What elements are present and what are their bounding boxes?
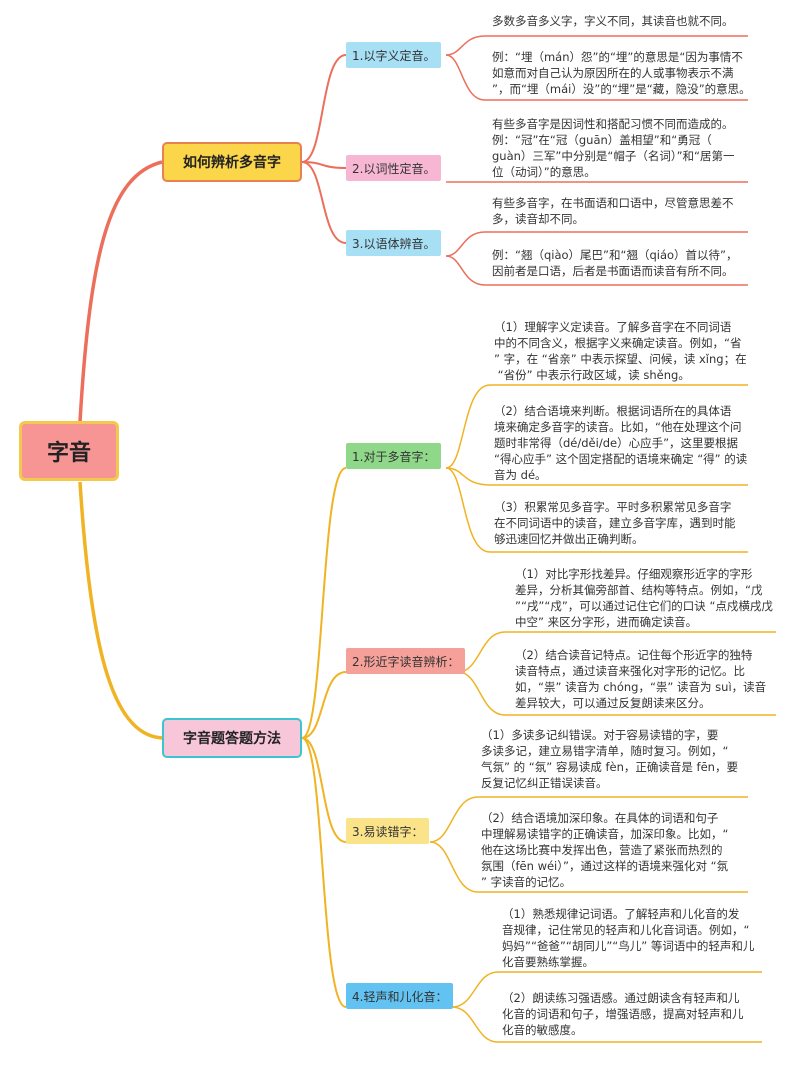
- note-register-2: 例：“翘（qiào）尾巴”和“翘（qiáo）首以待”， 因前者是口语，后者是书面…: [492, 248, 738, 278]
- branch-how-to-distinguish[interactable]: 如何辨析多音字: [162, 142, 302, 182]
- node-polyphonic[interactable]: 1.对于多音字：: [346, 443, 442, 469]
- note-shape-2: （2）结合读音记特点。记住每个形近字的独特 读音特点，通过读音来强化对字形的记忆…: [515, 648, 767, 710]
- node-part-of-speech[interactable]: 2.以词性定音。: [346, 155, 442, 181]
- node-similar-shape[interactable]: 2.形近字读音辨析：: [346, 648, 466, 674]
- branch-answer-methods[interactable]: 字音题答题方法: [162, 718, 302, 758]
- node-easy-misread[interactable]: 3.易读错字：: [346, 818, 430, 844]
- note-neutral-1: （1）熟悉规律记词语。了解轻声和儿化音的发 音规律，记住常见的轻声和儿化音词语。…: [502, 907, 755, 969]
- note-poly-1: （1）理解字义定读音。了解多音字在不同词语 中的不同含义，根据字义来确定读音。例…: [494, 320, 747, 382]
- note-pos-1: 有些多音字是因词性和搭配习惯不同而造成的。 例：“冠”在“冠（guān）盖相望”…: [492, 117, 735, 179]
- note-meaning-1: 多数多音多义字，字义不同，其读音也就不同。: [492, 14, 734, 28]
- node-neutral-tone[interactable]: 4.轻声和儿化音：: [346, 983, 454, 1009]
- note-misread-1: （1）多读多记纠错误。对于容易读错的字，要 多读多记，建立易错字清单，随时复习。…: [481, 728, 738, 790]
- note-meaning-2: 例：“埋（mán）怨”的“埋”的意思是“因为事情不 如意而对自己认为原因所在的人…: [492, 50, 751, 96]
- note-shape-1: （1）对比字形找差异。仔细观察形近字的字形 差异，分析其偏旁部首、结构等特点。例…: [515, 567, 773, 629]
- note-poly-2: （2）结合语境来判断。根据词语所在的具体语 境来确定多音字的读音。比如，“他在处…: [494, 404, 748, 482]
- note-register-1: 有些多音字，在书面语和口语中，尽管意思差不 多，读音却不同。: [492, 196, 734, 226]
- note-misread-2: （2）结合语境加深印象。在具体的词语和句子 中理解易读错字的正确读音，加深印象。…: [481, 811, 729, 889]
- node-meaning-based[interactable]: 1.以字义定音。: [346, 42, 442, 68]
- note-neutral-2: （2）朗读练习强语感。通过朗读含有轻声和儿 化音的词语和句子，增强语感，提高对轻…: [502, 991, 744, 1037]
- note-poly-3: （3）积累常见多音字。平时多积累常见多音字 在不同词语中的读音，建立多音字库，遇…: [494, 500, 736, 546]
- node-register-based[interactable]: 3.以语体辨音。: [346, 230, 442, 256]
- root-node[interactable]: 字音: [19, 421, 119, 481]
